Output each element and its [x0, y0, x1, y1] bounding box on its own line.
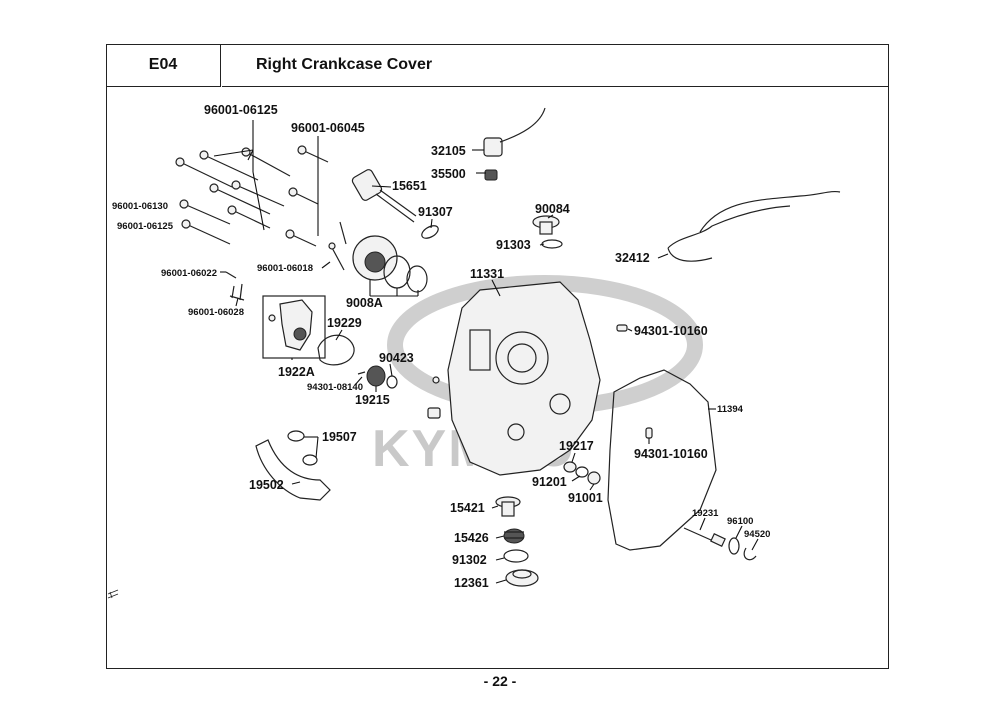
label-96100: 96100 — [727, 516, 753, 527]
label-11394: 11394 — [717, 404, 744, 415]
clip-94520 — [743, 547, 757, 561]
label-32412: 32412 — [615, 251, 650, 265]
label-19502: 19502 — [249, 478, 284, 492]
plug-90084 — [532, 215, 563, 249]
label-91001: 91001 — [568, 491, 603, 505]
label-96001-06125: 96001-06125 — [204, 103, 278, 117]
label-91303: 91303 — [496, 238, 531, 252]
seal-19217 — [563, 461, 577, 473]
pump-body-box-1922A — [262, 295, 326, 359]
page-number: - 22 - — [483, 673, 517, 689]
hose-19502 — [255, 430, 331, 501]
corner-mark — [107, 589, 119, 599]
bolt-96001-06125-a — [175, 147, 291, 215]
o-ring-91302 — [503, 549, 529, 563]
diagram-frame — [106, 44, 889, 669]
leader-lines — [213, 120, 759, 584]
bolt-small-06018 — [328, 221, 347, 271]
label-94520: 94520 — [744, 529, 770, 540]
label-9008A: 9008A — [346, 296, 383, 310]
label-19217: 19217 — [559, 439, 594, 453]
gasket-19229 — [317, 334, 355, 366]
callout-labels: 96001-06125 96001-06045 32105 35500 1565… — [112, 103, 770, 590]
wire-harness-32412 — [667, 190, 841, 262]
label-91302: 91302 — [452, 553, 487, 567]
label-15421: 15421 — [450, 501, 485, 515]
label-94301-10160-a: 94301-10160 — [634, 324, 708, 338]
label-96001-06018: 96001-06018 — [257, 263, 313, 274]
gasket-11394 — [607, 369, 717, 551]
label-96001-06028: 96001-06028 — [188, 307, 244, 318]
pump-shaft-19231 — [683, 527, 726, 547]
oil-strainer-15421 — [495, 496, 521, 517]
label-94301-10160-b: 94301-10160 — [634, 447, 708, 461]
label-19231: 19231 — [692, 508, 719, 519]
label-11331: 11331 — [470, 267, 504, 281]
dowel-94301-10160-a — [616, 324, 628, 332]
dipstick-15651 — [351, 169, 417, 223]
label-1922A: 1922A — [278, 365, 315, 379]
label-96001-06045: 96001-06045 — [291, 121, 365, 135]
dowel-94301-10160-b — [645, 427, 653, 439]
label-19215: 19215 — [355, 393, 390, 407]
label-32105: 32105 — [431, 144, 466, 158]
label-15651: 15651 — [392, 179, 427, 193]
label-19507: 19507 — [322, 430, 357, 444]
page-title: Right Crankcase Cover — [222, 44, 889, 87]
label-90084: 90084 — [535, 202, 570, 216]
crankcase-11331 — [427, 281, 601, 476]
drain-cap-12361 — [505, 569, 539, 587]
label-12361: 12361 — [454, 576, 489, 590]
pump-body-1922A — [268, 299, 313, 351]
impeller-19215 — [357, 365, 398, 389]
label-96001-06022: 96001-06022 — [161, 268, 217, 279]
label-15426: 15426 — [454, 531, 489, 545]
section-code: E04 — [106, 44, 221, 87]
label-91307: 91307 — [418, 205, 453, 219]
sensor-32105 — [483, 107, 546, 181]
bolt-small-06022-06028 — [225, 271, 245, 301]
bolt-96001-06130 — [179, 199, 271, 229]
label-91201: 91201 — [532, 475, 567, 489]
bolt-96001-06045 — [285, 145, 329, 247]
label-94301-08140: 94301-08140 — [307, 382, 363, 393]
label-35500: 35500 — [431, 167, 466, 181]
label-19229: 19229 — [327, 316, 362, 330]
label-90423: 90423 — [379, 351, 414, 365]
o-ring-91307 — [421, 225, 439, 239]
bolt-96001-06125-b — [181, 219, 231, 245]
pump-cover-9008A — [352, 235, 428, 293]
seal-91001 — [587, 471, 601, 485]
spring-15426 — [503, 528, 525, 544]
washer-96100 — [728, 537, 740, 555]
label-96001-06130: 96001-06130 — [112, 201, 168, 212]
label-96001-06125-b: 96001-06125 — [117, 221, 174, 232]
